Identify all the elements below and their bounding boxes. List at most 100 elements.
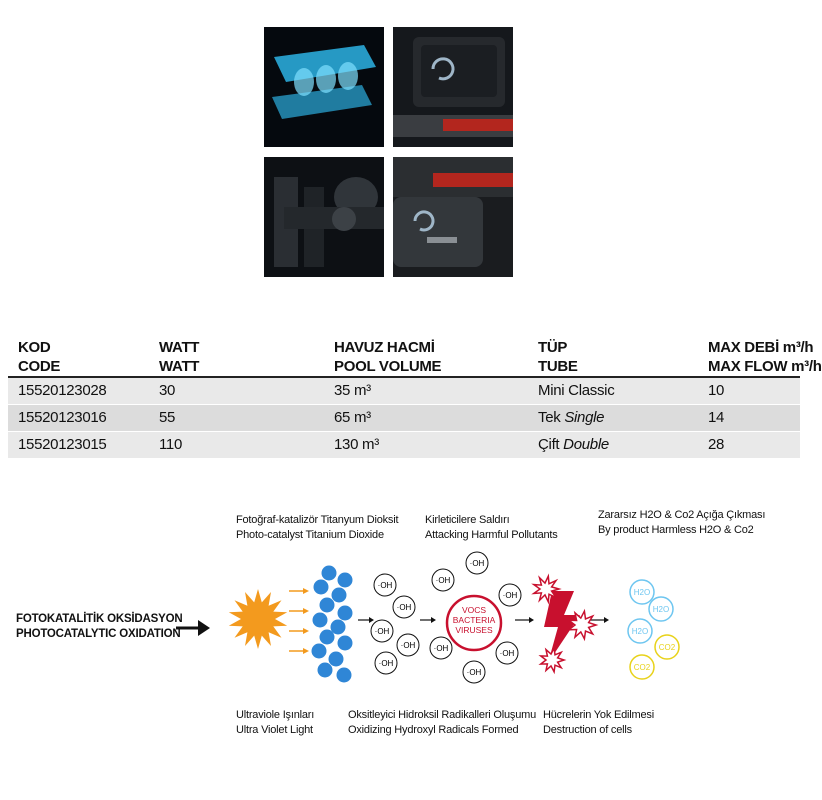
product-photo-1 xyxy=(264,27,384,147)
pathogen-label: BACTERIA xyxy=(453,615,496,625)
cell-volume: 130 m³ xyxy=(334,436,379,453)
molecule-icon xyxy=(629,654,655,680)
tio2-particle-icon xyxy=(330,619,346,635)
hydroxyl-radical-icon xyxy=(392,595,416,619)
radical-label: ·OH xyxy=(397,603,412,612)
radical-label: ·OH xyxy=(500,649,515,658)
stage-arrowhead-icon xyxy=(431,617,436,623)
radical-label: ·OH xyxy=(467,668,482,677)
burst-icon xyxy=(531,573,562,605)
cell-flow: 28 xyxy=(708,436,725,453)
table-row: 15520123028 30 35 m³ Mini Classic 10 xyxy=(8,378,800,405)
cell-volume: 35 m³ xyxy=(334,382,371,399)
hydroxyl-radical-icon xyxy=(374,651,398,675)
tio2-particle-icon xyxy=(319,597,335,613)
product-photo-3 xyxy=(264,157,384,277)
uv-sun-icon xyxy=(228,589,288,649)
hydroxyl-radical-icon xyxy=(462,660,486,684)
pathogen-core-icon xyxy=(445,594,503,652)
cell-code: 15520123015 xyxy=(18,436,107,453)
uv-ray-arrowhead-icon xyxy=(303,588,309,594)
cell-tube: Çift Double xyxy=(538,436,609,453)
hydroxyl-radical-icon xyxy=(429,636,453,660)
lightning-icon xyxy=(544,591,580,663)
molecule-icon xyxy=(648,596,674,622)
tio2-particle-icon xyxy=(331,587,347,603)
label-radicals: Oksitleyici Hidroksil Radikalleri Oluşum… xyxy=(348,709,537,736)
stage-arrowhead-icon xyxy=(529,617,534,623)
molecule-icon xyxy=(627,618,653,644)
molecule-label: H2O xyxy=(634,588,650,597)
tio2-particle-icon xyxy=(319,629,335,645)
main-arrow-head-icon xyxy=(198,620,210,636)
molecule-icon xyxy=(629,579,655,605)
pathogen-label: VIRUSES xyxy=(455,625,493,635)
burst-icon xyxy=(538,645,567,675)
cell-watt: 110 xyxy=(159,436,183,453)
stage-arrowhead-icon xyxy=(604,617,609,623)
cell-code: 15520123016 xyxy=(18,409,107,426)
hydroxyl-radical-icon xyxy=(498,583,522,607)
hydroxyl-radical-icon xyxy=(396,633,420,657)
cell-flow: 14 xyxy=(708,409,725,426)
uv-ray-arrowhead-icon xyxy=(303,628,309,634)
hydroxyl-radical-icon xyxy=(495,641,519,665)
product-photo-4 xyxy=(393,157,513,277)
cell-volume: 65 m³ xyxy=(334,409,371,426)
tio2-particle-icon xyxy=(337,572,353,588)
uv-ray-arrowhead-icon xyxy=(303,608,309,614)
tio2-particle-icon xyxy=(337,635,353,651)
radical-label: ·OH xyxy=(470,559,485,568)
cell-code: 15520123028 xyxy=(18,382,107,399)
table-row: 15520123015 110 130 m³ Çift Double 28 xyxy=(8,432,800,459)
tio2-particle-icon xyxy=(328,651,344,667)
radical-label: ·OH xyxy=(375,627,390,636)
tio2-particle-icon xyxy=(313,579,329,595)
radical-label: ·OH xyxy=(379,659,394,668)
molecule-label: CO2 xyxy=(634,663,651,672)
tio2-particle-icon xyxy=(321,565,337,581)
cell-flow: 10 xyxy=(708,382,725,399)
molecule-label: H2O xyxy=(653,605,669,614)
cell-tube: Tek Single xyxy=(538,409,605,426)
stage-arrowhead-icon xyxy=(369,617,374,623)
radical-label: ·OH xyxy=(401,641,416,650)
hydroxyl-radical-icon xyxy=(431,568,455,592)
hydroxyl-radical-icon xyxy=(370,619,394,643)
radical-label: ·OH xyxy=(378,581,393,590)
tio2-particle-icon xyxy=(317,662,333,678)
tio2-particle-icon xyxy=(336,667,352,683)
product-photo-2 xyxy=(393,27,513,147)
cell-watt: 55 xyxy=(159,409,176,426)
molecule-label: H2O xyxy=(632,627,648,636)
radical-label: ·OH xyxy=(436,576,451,585)
tio2-particle-icon xyxy=(311,643,327,659)
table-row: 15520123016 55 65 m³ Tek Single 14 xyxy=(8,405,800,432)
cell-tube: Mini Classic xyxy=(538,382,615,399)
uv-ray-arrowhead-icon xyxy=(303,648,309,654)
radical-label: ·OH xyxy=(503,591,518,600)
tio2-particle-icon xyxy=(337,605,353,621)
hydroxyl-radical-icon xyxy=(373,573,397,597)
molecule-label: CO2 xyxy=(659,643,676,652)
burst-icon xyxy=(566,608,599,642)
radical-label: ·OH xyxy=(434,644,449,653)
hydroxyl-radical-icon xyxy=(465,551,489,575)
pathogen-label: VOCS xyxy=(462,605,486,615)
tio2-particle-icon xyxy=(312,612,328,628)
cell-watt: 30 xyxy=(159,382,176,399)
